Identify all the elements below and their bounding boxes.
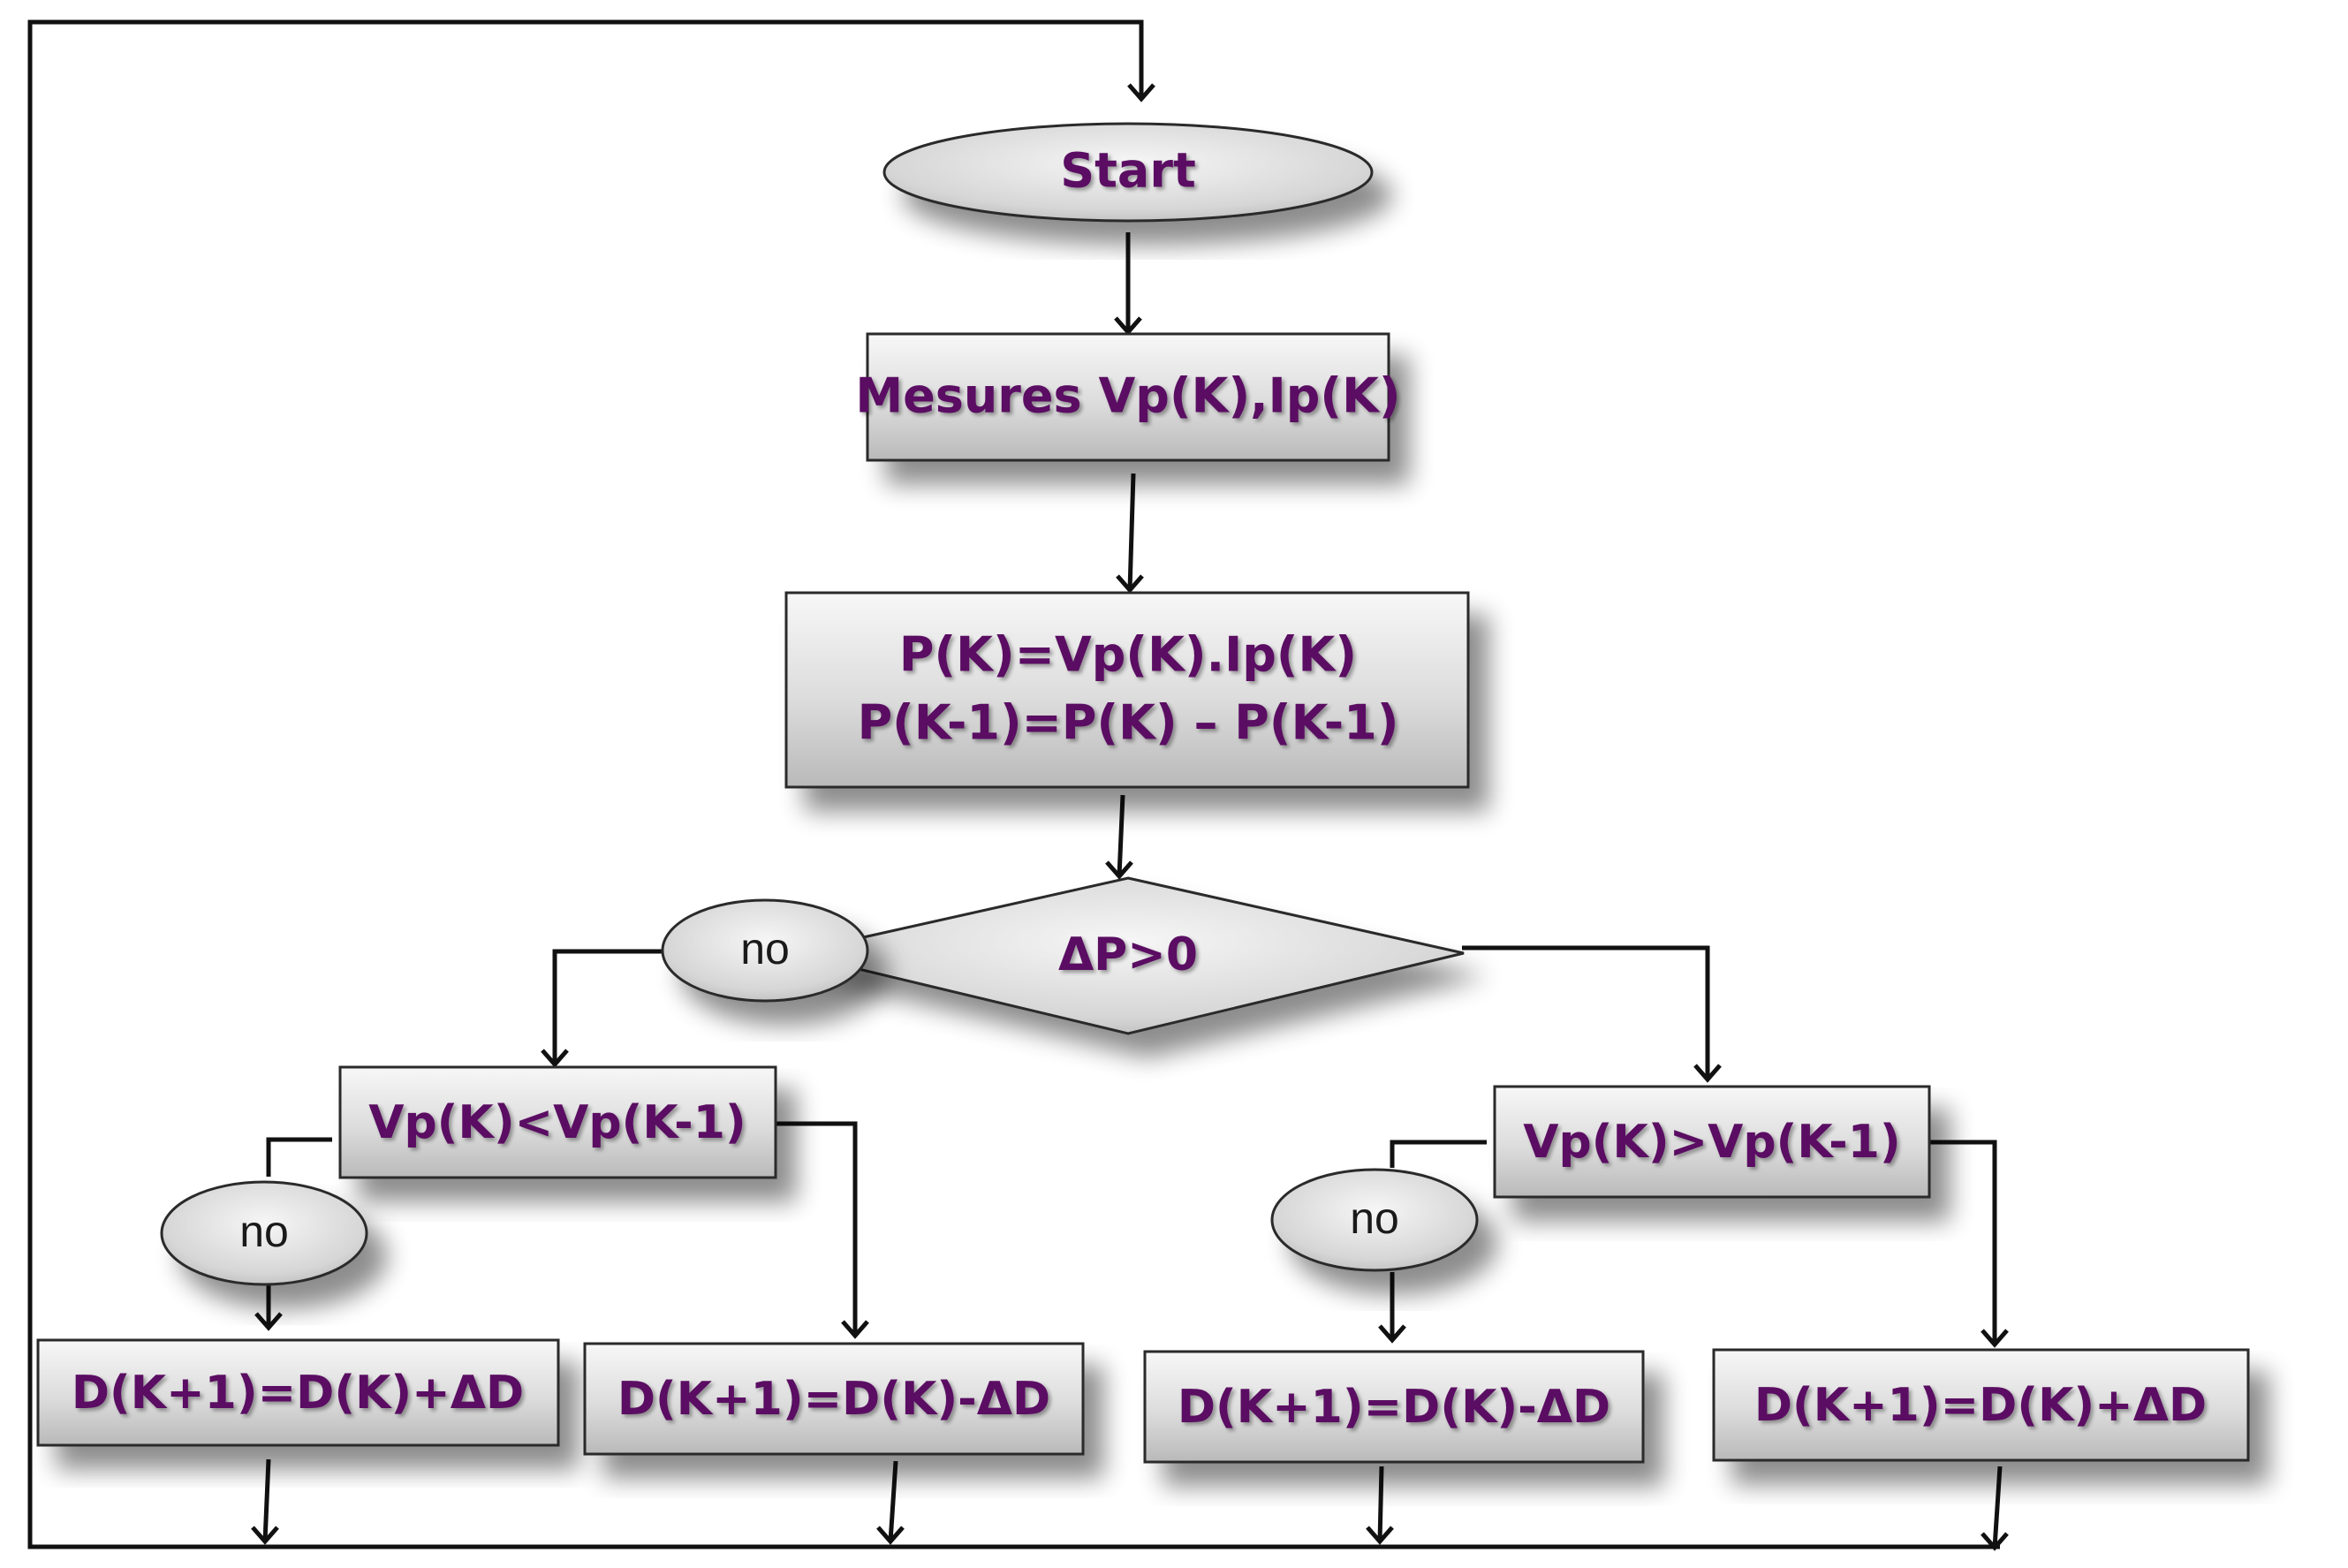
start-node: Start [882,122,1374,223]
arrowhead-decision [1105,860,1133,880]
right-condition-node: Vp(K)>Vp(K-1) [1493,1085,1931,1199]
no-badge-left: no [160,1180,368,1286]
feedback-loop-line [27,19,2000,1549]
arrowhead-out3 [1378,1324,1406,1344]
no-badge-top: no [661,898,869,1003]
arrowhead-out4 [1981,1329,2009,1348]
left-condition-label: Vp(K)<Vp(K-1) [368,1096,746,1149]
measure-node: Mesures Vp(K),Ip(K) [855,332,1401,462]
arrow-dp-no-branch [552,949,664,1064]
compute-line-2: P(K-1)=P(K) – P(K-1) [858,695,1399,751]
arrow-out4-to-loop [1992,1466,2003,1549]
arrow-out2-to-loop [888,1460,898,1542]
arrowhead-right-condition [1693,1064,1722,1083]
arrowhead-left-condition [541,1049,569,1068]
output-node-2: D(K+1)=D(K)-ΔD [583,1342,1085,1456]
arrowhead-compute [1116,574,1144,594]
output-node-3: D(K+1)=D(K)-ΔD [1143,1350,1645,1464]
output-3-label: D(K+1)=D(K)-ΔD [1178,1381,1610,1434]
no-label-top: no [740,924,790,973]
output-node-4: D(K+1)=D(K)+ΔD [1712,1348,2250,1462]
arrowhead-out1 [254,1312,283,1331]
arrowhead-measure [1114,316,1142,336]
arrow-dp-yes-branch [1462,945,1710,1079]
output-node-1: D(K+1)=D(K)+ΔD [36,1338,560,1447]
no-label-left: no [239,1207,289,1256]
arrowhead-loop1 [251,1526,279,1545]
arrowhead-loop4 [1981,1532,2009,1551]
arrowhead-into-start [1127,83,1155,102]
decision-dp-node: ΔP>0 [792,876,1465,1035]
output-4-label: D(K+1)=D(K)+ΔD [1754,1379,2207,1432]
arrow-right-yes-branch [1929,1140,1997,1345]
no-label-right: no [1350,1193,1399,1243]
connectors [27,19,2009,1551]
decision-dp-label: ΔP>0 [1058,928,1198,981]
arrowhead-loop2 [876,1526,905,1545]
compute-line-1: P(K)=Vp(K).Ip(K) [899,627,1357,683]
compute-node: P(K)=Vp(K).Ip(K) P(K-1)=P(K) – P(K-1) [784,591,1470,789]
arrow-out3-to-loop [1377,1466,1384,1542]
left-condition-node: Vp(K)<Vp(K-1) [338,1065,777,1179]
start-label: Start [1060,143,1196,199]
arrow-left-yes-branch [776,1121,858,1336]
arrow-left-no-branch [266,1137,332,1177]
measure-label: Mesures Vp(K),Ip(K) [855,368,1400,424]
right-condition-label: Vp(K)>Vp(K-1) [1523,1116,1900,1169]
arrow-out1-to-loop [262,1458,271,1542]
output-2-label: D(K+1)=D(K)-ΔD [617,1373,1050,1426]
arrow-compute-to-decision [1117,794,1125,877]
arrow-measure-to-compute [1127,473,1136,591]
output-1-label: D(K+1)=D(K)+ΔD [72,1367,524,1420]
arrow-right-no-branch [1390,1140,1487,1168]
arrowhead-out2 [841,1320,869,1339]
no-badge-right: no [1270,1168,1479,1272]
arrowhead-loop3 [1366,1526,1394,1545]
